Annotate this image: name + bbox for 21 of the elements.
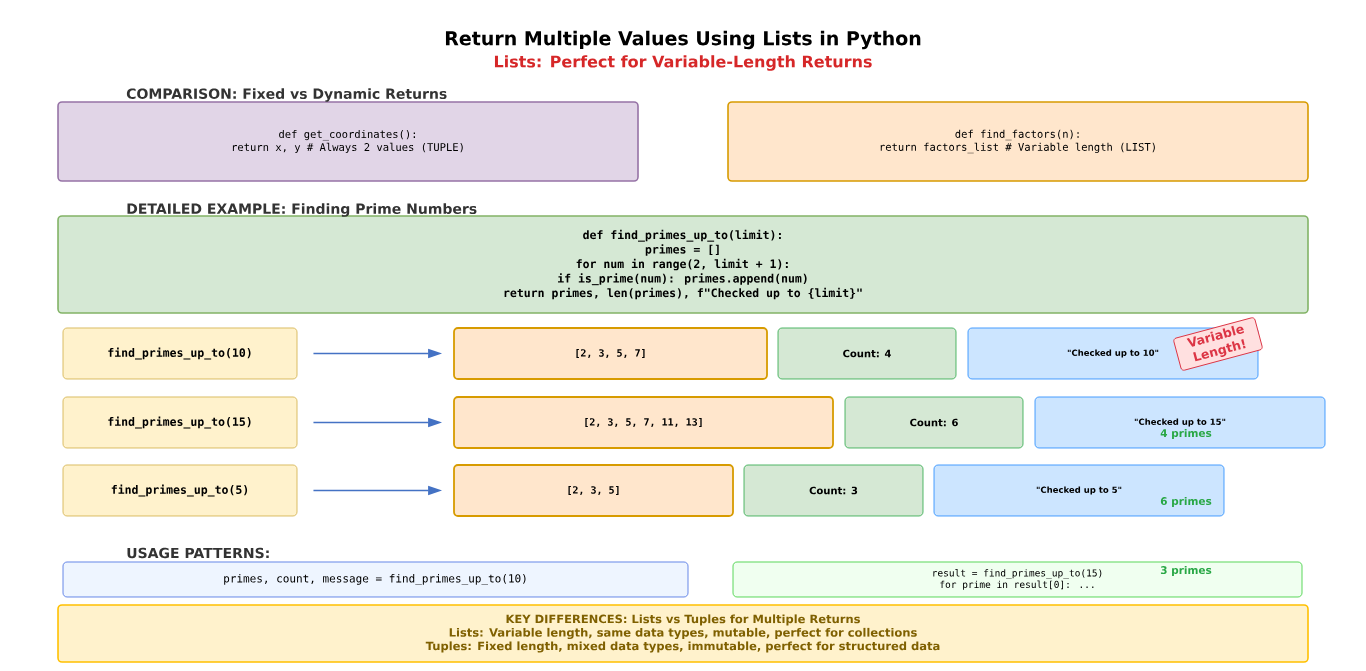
section-heading: USAGE PATTERNS: [127, 547, 269, 559]
code-box: primes, count, message = find_primes_up_to(10) [62, 561, 689, 598]
note-text: 3 primes [1160, 565, 1212, 577]
summary-box: KEY DIFFERENCES: Lists vs Tuples for Multiple Returns Lists: Variable length, same data types, mutable, perfect for collections Tuples: Fixed length, mixed data types, immutable, perfect for structured data [57, 604, 1309, 663]
call-box: find_primes_up_to(15) [62, 396, 298, 449]
note-text: 4 primes [1160, 428, 1212, 440]
code-box: def find_factors(n): return factors_list # Variable length (LIST) [727, 101, 1309, 182]
list-box: [2, 3, 5] [453, 464, 734, 517]
code-box: def get_coordinates(): return x, y # Always 2 values (TUPLE) [57, 101, 639, 182]
note-text: 6 primes [1160, 496, 1212, 508]
list-box: [2, 3, 5, 7, 11, 13] [453, 396, 834, 449]
count-box: Count: 6 [844, 396, 1024, 449]
count-box: Count: 4 [777, 327, 957, 380]
call-box: find_primes_up_to(5) [62, 464, 298, 517]
title: Return Multiple Values Using Lists in Python [445, 30, 921, 50]
section-heading: COMPARISON: Fixed vs Dynamic Returns [126, 88, 447, 102]
section-heading: DETAILED EXAMPLE: Finding Prime Numbers [127, 203, 477, 217]
call-box: find_primes_up_to(10) [62, 327, 298, 380]
subtitle: Lists: Perfect for Variable-Length Returns [494, 55, 872, 71]
list-box: [2, 3, 5, 7] [453, 327, 768, 380]
count-box: Count: 3 [743, 464, 924, 517]
